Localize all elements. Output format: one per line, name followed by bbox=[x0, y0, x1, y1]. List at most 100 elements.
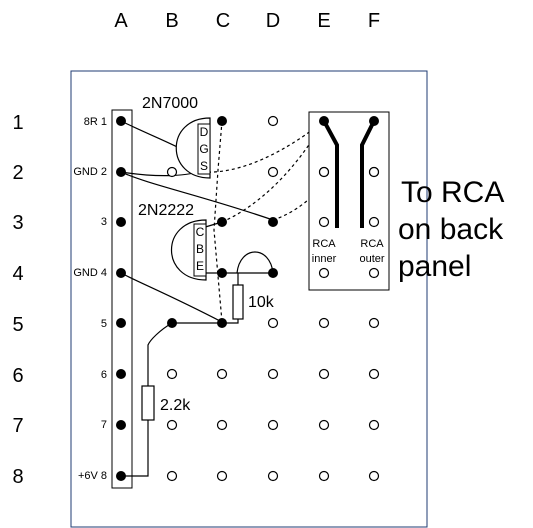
hole-f3 bbox=[368, 216, 380, 228]
row-label-7: 7 bbox=[12, 415, 23, 437]
strip-label-4: GND 4 bbox=[73, 267, 107, 279]
wire-loop-d4 bbox=[236, 251, 274, 274]
solder-a6 bbox=[116, 369, 126, 379]
hole-rca-f2 bbox=[368, 166, 380, 178]
perfboard-holes bbox=[166, 115, 380, 482]
transistor-2n2222-pin-block bbox=[193, 223, 207, 277]
solder-points bbox=[116, 116, 379, 481]
strip-label-6: 6 bbox=[101, 369, 107, 381]
strip-label-5: 5 bbox=[101, 318, 107, 330]
strip-label-2: GND 2 bbox=[73, 166, 107, 178]
pin-label-emitter: E bbox=[196, 259, 204, 273]
dashed-wire-to-rca-inner bbox=[201, 120, 325, 173]
solder-a5 bbox=[116, 318, 126, 328]
resistor-10k bbox=[232, 284, 244, 320]
column-label-a: A bbox=[114, 10, 128, 32]
note-line-2: on back bbox=[398, 213, 504, 246]
solder-d3 bbox=[268, 217, 278, 227]
note-line-1: To RCA bbox=[401, 176, 504, 209]
solder-b5 bbox=[167, 318, 177, 328]
hole-f5 bbox=[368, 317, 380, 329]
hole-d1 bbox=[267, 115, 279, 127]
hole-e4 bbox=[318, 267, 330, 279]
rca-inner-label-line-1: RCA bbox=[312, 238, 336, 250]
hole-rca-e2 bbox=[318, 166, 330, 178]
hole-d2 bbox=[267, 166, 279, 178]
note-line-3: panel bbox=[398, 250, 471, 283]
wire-2.2k-to-6v bbox=[121, 322, 173, 477]
row-label-5: 5 bbox=[12, 314, 23, 336]
hole-c7 bbox=[216, 419, 228, 431]
terminal-strip bbox=[111, 109, 133, 489]
hole-c8 bbox=[216, 470, 228, 482]
resistor-10k-label: 10k bbox=[248, 294, 275, 311]
row-label-6: 6 bbox=[12, 365, 23, 387]
strip-label-8: +6V 8 bbox=[78, 470, 107, 482]
hole-c6 bbox=[216, 368, 228, 380]
row-label-2: 2 bbox=[12, 162, 23, 184]
hole-b2 bbox=[166, 166, 178, 178]
hole-b7 bbox=[166, 419, 178, 431]
hole-f7 bbox=[368, 419, 380, 431]
hole-d8 bbox=[267, 470, 279, 482]
strip-label-3: 3 bbox=[101, 216, 107, 228]
transistor-2n2222-label: 2N2222 bbox=[138, 202, 194, 219]
transistor-2n7000-label: 2N7000 bbox=[142, 95, 198, 112]
solder-a4 bbox=[116, 268, 126, 278]
pin-label-collector: C bbox=[196, 225, 205, 239]
rca-outer-label-line-2: outer bbox=[359, 253, 384, 265]
hole-b8 bbox=[166, 470, 178, 482]
solder-a3 bbox=[116, 217, 126, 227]
resistor-2.2k bbox=[141, 385, 155, 421]
perfboard-outline bbox=[70, 70, 428, 528]
hole-f6 bbox=[368, 368, 380, 380]
solder-a7 bbox=[116, 420, 126, 430]
hole-d5 bbox=[267, 317, 279, 329]
solder-c5 bbox=[217, 318, 227, 328]
resistor-2.2k-label: 2.2k bbox=[160, 397, 191, 414]
hole-b6 bbox=[166, 368, 178, 380]
solder-d4 bbox=[268, 268, 278, 278]
solder-c4 bbox=[217, 268, 227, 278]
solder-a1 bbox=[116, 116, 126, 126]
hole-e5 bbox=[318, 317, 330, 329]
column-label-b: B bbox=[165, 10, 178, 32]
strip-label-1: 8R 1 bbox=[84, 116, 107, 128]
dashed-wire-c1-to-c5 bbox=[213, 120, 223, 323]
column-label-c: C bbox=[216, 10, 230, 32]
solder-c3 bbox=[217, 217, 227, 227]
hole-d6 bbox=[267, 368, 279, 380]
rca-inner-lead bbox=[322, 120, 339, 228]
row-label-1: 1 bbox=[12, 112, 23, 134]
hole-d7 bbox=[267, 419, 279, 431]
rca-connector-box bbox=[308, 111, 390, 291]
pin-label-base: B bbox=[196, 242, 204, 256]
pin-label-drain: D bbox=[200, 125, 209, 139]
pin-label-source: S bbox=[200, 159, 208, 173]
hole-e3 bbox=[318, 216, 330, 228]
column-label-e: E bbox=[317, 10, 330, 32]
pin-label-gate: G bbox=[199, 142, 208, 156]
solder-e1 bbox=[319, 116, 329, 126]
wire-gnd2-to-d3 bbox=[120, 171, 274, 221]
hole-e6 bbox=[318, 368, 330, 380]
rca-outer-lead bbox=[360, 120, 376, 228]
column-label-d: D bbox=[266, 10, 280, 32]
solder-f1 bbox=[369, 116, 379, 126]
hole-f8 bbox=[368, 470, 380, 482]
solder-a2 bbox=[116, 167, 126, 177]
hole-e8 bbox=[318, 470, 330, 482]
row-label-8: 8 bbox=[12, 466, 23, 488]
solder-c1 bbox=[217, 116, 227, 126]
wire-gnd4-to-c5 bbox=[120, 272, 223, 323]
row-label-3: 3 bbox=[12, 212, 23, 234]
transistor-2n7000-pin-block bbox=[197, 123, 211, 175]
row-label-4: 4 bbox=[12, 263, 23, 285]
strip-label-7: 7 bbox=[101, 419, 107, 431]
solder-a8 bbox=[116, 471, 126, 481]
column-label-f: F bbox=[368, 10, 380, 32]
hole-f4 bbox=[368, 267, 380, 279]
rca-inner-label-line-2: inner bbox=[312, 253, 337, 265]
rca-outer-label-line-1: RCA bbox=[360, 238, 384, 250]
